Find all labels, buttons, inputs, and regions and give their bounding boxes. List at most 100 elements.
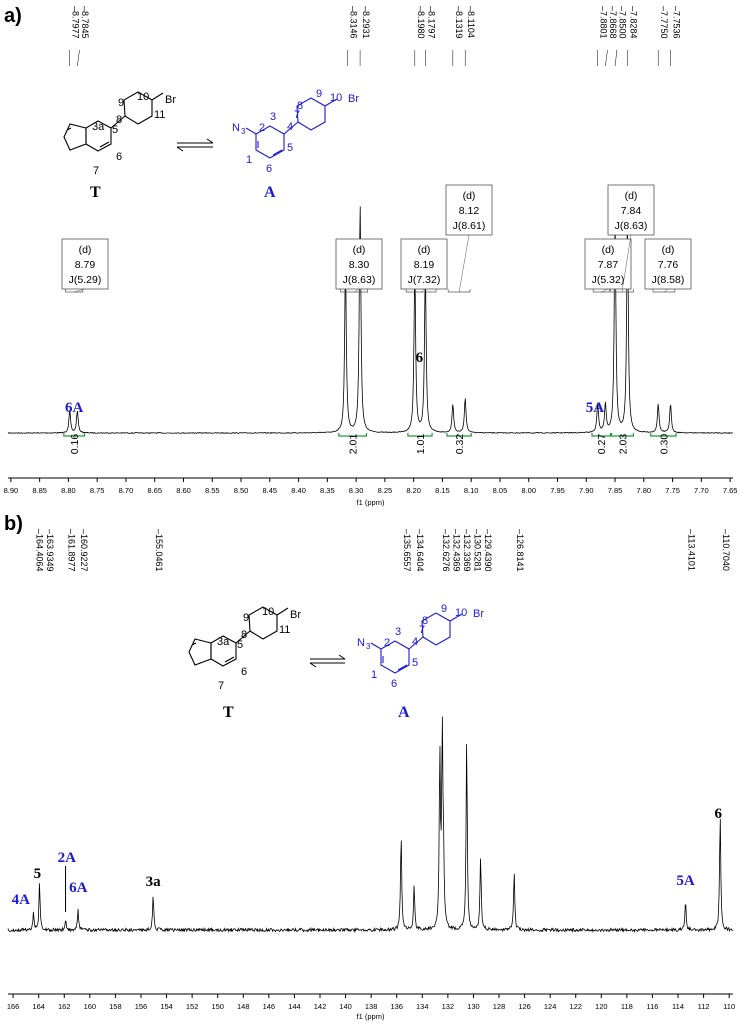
multiplet-frame <box>607 184 655 236</box>
multiplet-box: (d)8.30J(8.63) <box>335 238 383 290</box>
b-tick-label: 166 <box>7 1002 20 1011</box>
t-5: 5 <box>112 124 118 136</box>
integral-bar <box>63 433 86 437</box>
b-peak-label: –135.6557 <box>402 529 412 572</box>
ab-6: 6 <box>391 678 397 690</box>
equilibrium-arrow-b <box>309 654 346 668</box>
a-peak-label: –8.1797 <box>426 6 436 39</box>
a-tick-label: 8.45 <box>263 486 278 495</box>
multiplet-type: (d) <box>662 244 675 256</box>
a-peak-label: –8.1104 <box>466 6 476 38</box>
multiplet-connector <box>458 234 470 293</box>
a-tick-label: 8.70 <box>119 486 134 495</box>
a-tick-label: 7.95 <box>550 486 565 495</box>
peak-assignment: 6A <box>65 400 84 416</box>
b-tick-label: 126 <box>518 1002 531 1011</box>
atom-labels-T-a: 3a 5 6 7 8 9 10 11 Br <box>92 91 176 177</box>
integral-value: 1.01 <box>415 434 427 455</box>
b-tick-label: 160 <box>84 1002 97 1011</box>
multiplet-connector <box>353 288 360 293</box>
a-tick-label: 8.30 <box>349 486 364 495</box>
b-tick-label: 130 <box>467 1002 480 1011</box>
multiplet-shift: 7.87 <box>598 259 619 271</box>
multiplet-j: J(5.32) <box>592 274 625 286</box>
ab-4: 4 <box>412 636 418 648</box>
a-tick-label: 8.25 <box>378 486 393 495</box>
multiplet-connector <box>621 234 632 293</box>
b-peak-label: –129.4390 <box>483 529 493 572</box>
a-peak-label: –7.8284 <box>628 6 638 39</box>
label-A-b: A <box>398 704 410 721</box>
b-tick-label: 148 <box>237 1002 250 1011</box>
integral-bar <box>446 433 472 437</box>
atom-labels-T-b: 3a 5 6 7 8 9 10 11 Br <box>217 606 301 692</box>
b-peak-label: –155.0461 <box>154 529 164 572</box>
a-2: 2 <box>259 122 265 134</box>
multiplet-box: (d)8.19J(7.32) <box>400 238 448 290</box>
label-T-a: T <box>90 184 101 201</box>
atom-labels-A-b: N 3 2 3 4 5 6 1 7 8 9 10 Br <box>357 603 484 690</box>
a-tick-label: 8.65 <box>147 486 162 495</box>
b-peak-label: –110.7040 <box>721 529 731 571</box>
ab-5: 5 <box>412 657 418 669</box>
a-peak-label: –7.8668 <box>608 6 618 39</box>
scheme-b: 3a 5 6 7 8 9 10 11 Br T N 3 2 3 <box>188 603 484 721</box>
ab-1: 1 <box>371 669 377 681</box>
multiplet-frame <box>445 184 493 236</box>
a-tick-label: 8.80 <box>61 486 76 495</box>
a-peak-label: –8.2931 <box>361 6 371 39</box>
multiplet-shift: 8.19 <box>414 259 435 271</box>
peak-assignment: 6 <box>715 806 723 822</box>
a-1: 1 <box>246 154 252 166</box>
b-peak-label: –161.8977 <box>67 529 77 572</box>
b-peak-label: –134.6404 <box>415 529 425 572</box>
multiplet-frame <box>644 238 692 290</box>
a-tick-label: 8.90 <box>4 486 19 495</box>
multiplet-type: (d) <box>602 244 615 256</box>
peak-assignment: 5A <box>586 400 605 416</box>
a-6: 6 <box>266 163 272 175</box>
a-7: 7 <box>294 109 300 121</box>
integral-bar <box>650 433 677 437</box>
multiplet-type: (d) <box>353 244 366 256</box>
peak-assignment: 2A <box>58 850 77 866</box>
a-tick-label: 7.90 <box>579 486 594 495</box>
a-peak-label: –8.1319 <box>454 6 464 39</box>
a-3: 3 <box>270 111 276 123</box>
a-tick-label: 8.35 <box>320 486 335 495</box>
a-peak-label: –8.7977 <box>71 6 81 39</box>
tb-7: 7 <box>218 680 224 692</box>
tb-8: 8 <box>241 629 247 641</box>
multiplet-j: J(8.61) <box>453 220 486 232</box>
tb-3a: 3a <box>217 636 230 648</box>
integral-value: 0.16 <box>69 434 81 455</box>
ab-azide: N <box>357 637 365 649</box>
a-4: 4 <box>287 121 293 133</box>
a-peak-label: –8.3146 <box>349 6 359 39</box>
a-peak-label: –7.8500 <box>618 6 628 39</box>
b-tick-label: 158 <box>109 1002 122 1011</box>
t-8: 8 <box>116 114 122 126</box>
structure-A-a <box>245 97 338 159</box>
b-tick-label: 152 <box>186 1002 199 1011</box>
a-tick-label: 8.20 <box>406 486 421 495</box>
peak-assignment: 6 <box>416 350 424 366</box>
multiplet-shift: 8.79 <box>75 259 96 271</box>
multiplet-type: (d) <box>625 190 638 202</box>
b-tick-label: 142 <box>314 1002 327 1011</box>
multiplet-box: (d)7.84J(8.63) <box>607 184 655 236</box>
a-tick-label: 8.85 <box>32 486 47 495</box>
t-br: Br <box>165 94 176 106</box>
peak-assignment: 6A <box>69 880 88 896</box>
a-tick-label: 8.60 <box>176 486 191 495</box>
a-tick-label: 8.40 <box>291 486 306 495</box>
integral-value: 0.32 <box>454 434 466 455</box>
b-peak-label: –113.4101 <box>687 529 697 571</box>
t-10: 10 <box>137 91 149 103</box>
a-peak-label: –8.1980 <box>416 6 426 39</box>
b-tick-label: 132 <box>442 1002 455 1011</box>
integral-value: 2.03 <box>618 434 630 455</box>
multiplet-range <box>610 289 634 293</box>
b-spectrum-trace <box>7 716 734 933</box>
